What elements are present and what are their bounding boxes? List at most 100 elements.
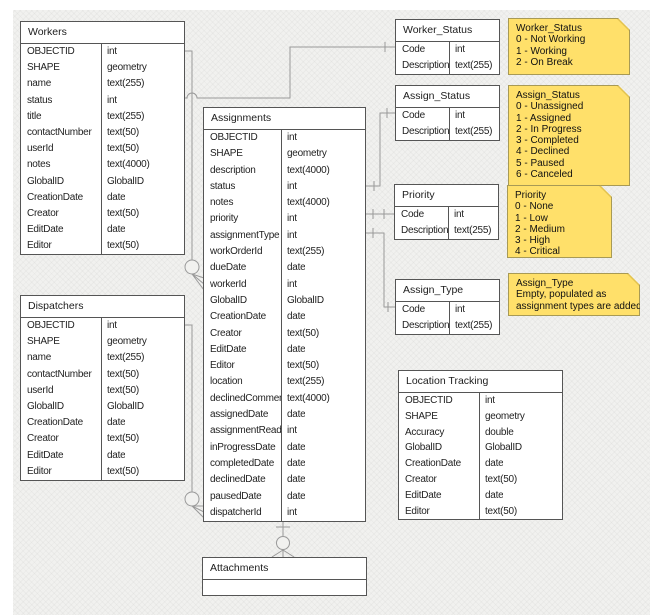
field-type: geometry <box>107 336 147 348</box>
field-type: text(50) <box>107 465 139 477</box>
field-name: CreationDate <box>27 191 83 203</box>
field-name: Description <box>402 320 449 332</box>
field-name: CreationDate <box>405 458 461 470</box>
field-name: Code <box>402 110 425 121</box>
note-fold-icon <box>617 86 629 98</box>
field-name: Creator <box>405 473 437 485</box>
field-type: geometry <box>485 410 525 422</box>
field-name: OBJECTID <box>27 46 75 57</box>
connector-assignments-to-attachments <box>271 519 295 558</box>
field-type: text(255) <box>107 352 145 364</box>
table-title: Assignments <box>204 108 365 130</box>
connector-workers-status-to-worker-status <box>185 42 395 99</box>
note-line: 1 - Assigned <box>516 112 572 124</box>
field-type: text(255) <box>454 225 492 237</box>
field-type: geometry <box>287 148 327 160</box>
field-name: Code <box>402 304 425 315</box>
field-name: OBJECTID <box>405 395 453 406</box>
note-title: Assign_Type <box>516 278 574 289</box>
table-title: Workers <box>21 22 184 44</box>
field-type: text(4000) <box>287 392 330 404</box>
note-fold-icon <box>617 19 629 31</box>
field-name: declinedDate <box>210 474 266 486</box>
field-type: date <box>107 191 126 203</box>
field-type: date <box>287 474 306 486</box>
attachments-empty-row <box>203 580 366 595</box>
field-name: Description <box>401 225 448 237</box>
field-type: int <box>107 320 117 331</box>
field-type: text(50) <box>107 126 139 138</box>
column-divider <box>479 393 480 520</box>
note-line: 1 - Working <box>516 45 567 57</box>
field-type: text(4000) <box>287 197 330 209</box>
field-type: int <box>287 229 297 241</box>
field-name: title <box>27 110 42 122</box>
field-name: Creator <box>27 207 59 219</box>
table-attachments[interactable]: Attachments <box>202 557 367 596</box>
table-title: Dispatchers <box>21 296 184 318</box>
field-name: userId <box>27 384 54 396</box>
note-line: 0 - Not Working <box>516 34 586 46</box>
field-type: int <box>455 304 465 315</box>
field-type: date <box>485 489 504 501</box>
note-line: 0 - Unassigned <box>516 101 584 113</box>
field-type: geometry <box>107 62 147 74</box>
connector-assignments-type-to-assign-type <box>366 228 395 312</box>
field-name: GlobalID <box>27 175 64 187</box>
field-type: GlobalID <box>287 294 324 306</box>
field-name: Editor <box>27 240 52 252</box>
field-name: Creator <box>27 433 59 445</box>
note-line: 4 - Critical <box>515 246 561 258</box>
field-type: date <box>287 262 306 274</box>
field-type: int <box>287 278 297 290</box>
field-type: text(255) <box>455 60 493 72</box>
note-line: 0 - None <box>515 201 554 213</box>
note-line: Empty, populated as <box>516 289 607 301</box>
field-type: text(50) <box>107 207 139 219</box>
field-name: dispatcherId <box>210 506 262 518</box>
field-type: text(255) <box>455 126 493 138</box>
field-type: text(255) <box>287 376 325 388</box>
